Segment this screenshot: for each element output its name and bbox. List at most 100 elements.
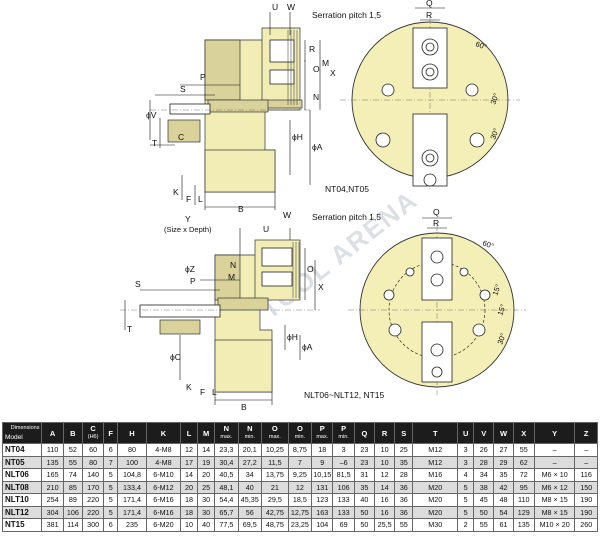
dim-a-bottom: ϕA: [302, 342, 313, 352]
dim-w-top: W: [287, 2, 295, 12]
value-cell: 20: [180, 480, 199, 494]
value-cell: 54: [493, 505, 514, 519]
value-cell: 89: [62, 493, 83, 507]
column-header: W: [493, 422, 514, 444]
column-header: S: [394, 422, 414, 444]
dim-c-bottom: ϕC: [170, 352, 181, 362]
value-cell: 304: [41, 505, 64, 519]
value-cell: 3: [457, 443, 475, 457]
column-header-label: K: [160, 428, 167, 438]
value-cell: 210: [41, 480, 64, 494]
value-cell: 25: [197, 480, 216, 494]
value-cell: 45: [473, 493, 495, 507]
model-cell: NLT12: [1, 505, 43, 519]
dim-n-top: N: [313, 92, 319, 102]
model-cell: NT04: [1, 443, 43, 457]
value-cell: 27: [493, 443, 514, 457]
angle-60-bottom: 60°: [481, 238, 495, 250]
value-cell: 18: [311, 443, 334, 457]
value-cell: 220: [81, 505, 105, 519]
value-cell: 19: [197, 455, 216, 469]
value-cell: 171,4: [117, 505, 147, 519]
value-cell: 5: [103, 505, 119, 519]
dim-w-bottom: W: [283, 210, 291, 220]
column-header: M: [197, 422, 216, 444]
column-header-label: C: [90, 424, 96, 433]
column-header: Z: [574, 422, 598, 444]
column-header: L: [180, 422, 199, 444]
value-cell: 38: [473, 480, 495, 494]
value-cell: 34: [473, 468, 495, 482]
dim-k-top: K: [173, 187, 179, 197]
dim-k-bottom: K: [186, 382, 192, 392]
value-cell: 36: [394, 505, 414, 519]
value-cell: 23: [353, 455, 376, 469]
value-cell: 23,25: [287, 518, 313, 532]
value-cell: 61: [493, 518, 514, 532]
value-cell: 171,4: [117, 493, 147, 507]
value-cell: 6-M16: [145, 493, 182, 507]
dim-b-top: B: [238, 204, 244, 214]
technical-drawing: TOOL ARENA: [120, 0, 526, 412]
value-cell: 6-M20: [145, 518, 182, 532]
value-cell: 6-M10: [145, 468, 182, 482]
column-header: H: [117, 422, 147, 444]
column-header-label: O: [296, 424, 303, 433]
corner-dimensions-label: Dimensions: [10, 425, 40, 431]
value-cell: 42: [493, 480, 514, 494]
value-cell: 14: [197, 443, 216, 457]
value-cell: 106: [332, 480, 355, 494]
dim-a-top: ϕA: [312, 142, 323, 152]
value-cell: 85: [62, 480, 83, 494]
value-cell: 12: [180, 443, 199, 457]
value-cell: 55: [62, 455, 83, 469]
value-cell: 7: [103, 455, 119, 469]
column-header: F: [103, 422, 119, 444]
column-header-label: W: [499, 428, 508, 438]
bottom-side-view: Y (Size x Depth) W U Serration pitch 1,5…: [120, 210, 381, 412]
column-header-label: M: [202, 428, 210, 438]
dim-t-top: T: [152, 138, 157, 148]
value-cell: M12: [412, 455, 459, 469]
value-cell: 52: [62, 443, 83, 457]
value-cell: 23: [353, 443, 376, 457]
value-cell: 135: [512, 518, 535, 532]
value-cell: M20: [412, 505, 459, 519]
value-cell: 40: [353, 493, 376, 507]
corner-model-label: Model: [5, 434, 23, 441]
value-cell: 110: [41, 443, 64, 457]
value-cell: 30: [197, 505, 216, 519]
model-cell: NT15: [1, 518, 43, 532]
value-cell: 7: [287, 455, 313, 469]
dim-s-bottom: S: [135, 279, 141, 289]
column-header-label: L: [186, 428, 192, 438]
value-cell: 40: [197, 518, 216, 532]
column-header-sub: min.: [294, 434, 306, 440]
value-cell: 80: [117, 443, 147, 457]
dim-o-top: O: [313, 64, 320, 74]
column-header: Q: [353, 422, 376, 444]
value-cell: 18: [180, 505, 199, 519]
value-cell: 220: [81, 493, 105, 507]
value-cell: 10: [373, 455, 396, 469]
value-cell: 133: [332, 505, 355, 519]
dim-h-top: ϕH: [292, 132, 303, 142]
value-cell: 110: [512, 493, 535, 507]
column-header: B: [62, 422, 83, 444]
value-cell: 6: [103, 518, 119, 532]
dim-u-top: U: [272, 2, 278, 12]
column-header-label: T: [432, 428, 438, 438]
dim-l-bottom: L: [212, 387, 217, 397]
dim-c-top: C: [178, 132, 184, 142]
value-cell: 40,5: [214, 468, 239, 482]
value-cell: 133,4: [117, 480, 147, 494]
caption-bottom: NLT06~NLT12, NT15: [304, 390, 385, 400]
value-cell: –: [533, 443, 576, 457]
value-cell: 5: [103, 480, 119, 494]
column-header: A: [41, 422, 64, 444]
